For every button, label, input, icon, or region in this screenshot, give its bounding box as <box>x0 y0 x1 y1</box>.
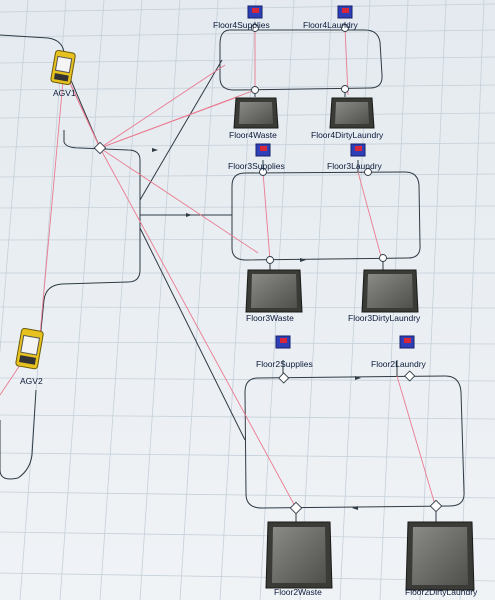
queue-floor2-supplies-label: Floor2Supplies <box>256 359 313 369</box>
sink-floor4-waste[interactable] <box>233 97 279 129</box>
control-point-floor4-dirty[interactable] <box>341 85 349 93</box>
sink-floor4-waste-label: Floor4Waste <box>229 130 277 140</box>
sink-floor4-dirty-laundry-label: Floor4DirtyLaundry <box>311 130 384 140</box>
control-point-floor2-dirty[interactable] <box>429 499 443 513</box>
sink-floor3-dirty-laundry-label: Floor3DirtyLaundry <box>348 313 421 323</box>
control-point-center[interactable] <box>93 141 107 155</box>
sink-floor2-dirty-laundry[interactable] <box>405 521 475 591</box>
sink-floor3-dirty-laundry[interactable] <box>361 269 419 313</box>
queue-box-icon[interactable] <box>337 5 353 19</box>
sink-floor2-waste[interactable] <box>265 521 333 589</box>
control-point-floor3-supplies[interactable] <box>259 168 267 176</box>
queue-floor2-laundry-label: Floor2Laundry <box>371 359 427 369</box>
control-point-floor2-laundry[interactable] <box>404 370 416 382</box>
queue-floor4-laundry-label: Floor4Laundry <box>303 20 359 30</box>
control-point-floor4-supplies[interactable] <box>251 24 259 32</box>
queue-floor3-laundry-label: Floor3Laundry <box>327 161 383 171</box>
agv-vehicle-icon[interactable] <box>50 49 76 86</box>
sink-floor2-waste-label: Floor2Waste <box>274 587 322 597</box>
queue-box-icon[interactable] <box>275 335 291 349</box>
queue-box-icon[interactable] <box>255 143 271 157</box>
control-point-floor3-dirty[interactable] <box>379 254 387 262</box>
sink-floor2-dirty-laundry-label: Floor2DirtyLaundry <box>405 587 478 597</box>
control-point-floor3-waste[interactable] <box>266 256 274 264</box>
queue-floor3-supplies-label: Floor3Supplies <box>228 161 285 171</box>
control-points[interactable] <box>93 24 443 515</box>
agv1-label: AGV1 <box>53 88 76 98</box>
control-point-floor4-laundry[interactable] <box>341 24 349 32</box>
sink-floor3-waste[interactable] <box>245 269 303 313</box>
control-point-floor3-laundry[interactable] <box>364 168 372 176</box>
sink-floor4-dirty-laundry[interactable] <box>329 97 375 129</box>
queue-floor4-supplies-label: Floor4Supplies <box>213 20 270 30</box>
queue-box-icon[interactable] <box>399 335 415 349</box>
network-paths[interactable] <box>0 22 465 522</box>
queue-box-icon[interactable] <box>247 5 263 19</box>
queue-box-icon[interactable] <box>350 143 366 157</box>
control-point-floor2-supplies[interactable] <box>278 372 290 384</box>
sink-floor3-waste-label: Floor3Waste <box>246 313 294 323</box>
control-point-floor2-waste[interactable] <box>289 501 303 515</box>
control-point-floor4-waste[interactable] <box>251 86 259 94</box>
agv2-label: AGV2 <box>20 376 43 386</box>
path-direction-arrows <box>152 148 361 510</box>
agv-vehicle-icon[interactable] <box>15 327 44 370</box>
